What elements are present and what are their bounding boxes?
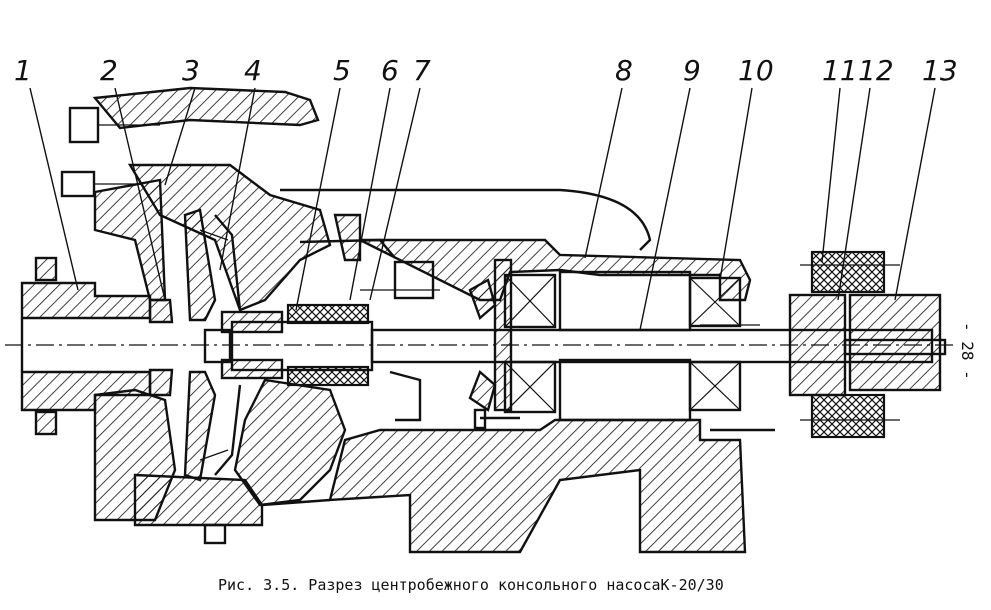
part-label-2: 2 xyxy=(100,54,118,87)
top-flange xyxy=(60,86,320,198)
part-label-4: 4 xyxy=(244,54,262,87)
stuffing-box xyxy=(286,213,440,422)
figure-caption: Рис. 3.5. Разрез центробежного консольно… xyxy=(218,576,724,594)
coupling xyxy=(788,250,947,439)
housing-studs xyxy=(473,408,775,432)
part-label-3: 3 xyxy=(182,54,200,87)
part-label-1: 1 xyxy=(14,54,32,87)
bearing-housing xyxy=(261,188,752,554)
part-label-11: 11 xyxy=(822,54,858,87)
part-label-6: 6 xyxy=(381,54,399,87)
part-label-13: 13 xyxy=(922,54,958,87)
bearing-spacer xyxy=(558,270,692,422)
impeller xyxy=(183,208,242,482)
shaft-sleeve xyxy=(203,310,374,380)
side-page-mark: - 28 - xyxy=(958,322,977,380)
ball-bearing-left xyxy=(493,258,557,414)
leader-lines xyxy=(29,87,936,331)
part-label-10: 10 xyxy=(738,54,774,87)
seal-ring xyxy=(148,298,174,397)
part-label-5: 5 xyxy=(333,54,351,87)
pump-casing-front xyxy=(93,163,347,545)
part-label-7: 7 xyxy=(413,54,431,87)
part-label-9: 9 xyxy=(683,54,701,87)
part-label-8: 8 xyxy=(615,54,633,87)
part-label-12: 12 xyxy=(858,54,894,87)
part-number-labels: 1 2 3 4 5 6 7 8 9 10 11 12 13 xyxy=(14,54,958,87)
